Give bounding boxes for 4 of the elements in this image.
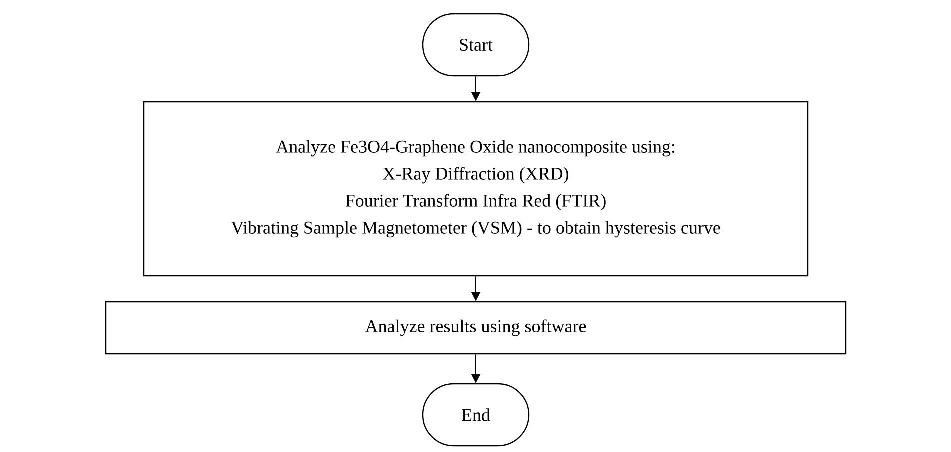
process-box: Analyze results using software — [105, 301, 847, 355]
terminal-stadium: End — [422, 383, 530, 447]
process-box: Analyze Fe3O4-Graphene Oxide nanocomposite using: X-Ray Diffraction (XRD) Fourier Transform Infra Red (FTIR) Vibrating Sample Magnetometer (VSM) - to obtain hysteresis curve — [143, 101, 809, 277]
terminal-stadium: Start — [422, 13, 530, 77]
